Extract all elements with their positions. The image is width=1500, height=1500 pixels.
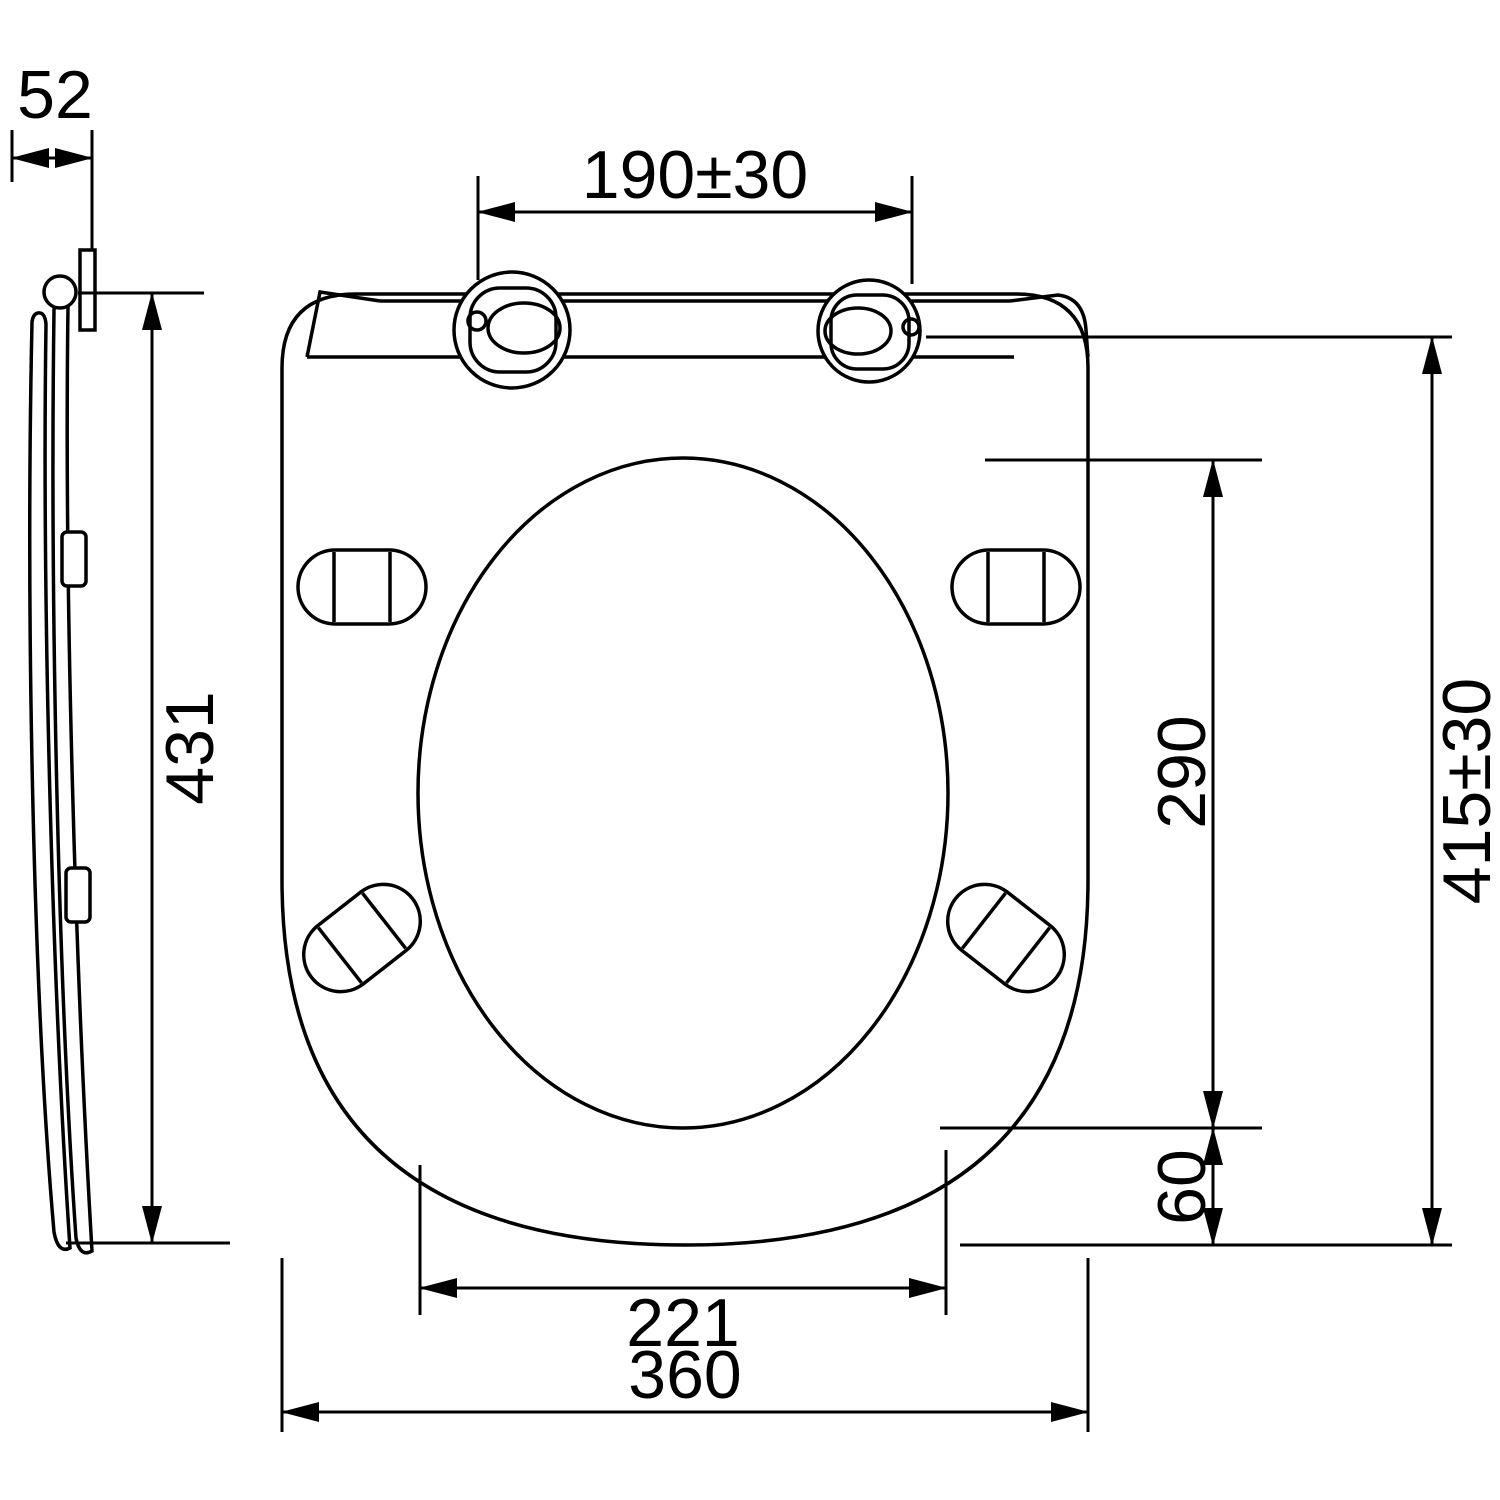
dim-inner-width-label: 221 [626, 1285, 739, 1361]
dim-hinge-spacing-label: 190±30 [582, 137, 808, 213]
right-hinge-outer [816, 278, 922, 384]
dim-hinge-spacing [476, 176, 914, 284]
bumper-body [945, 882, 1067, 994]
right-hinge-bolt-hole [901, 317, 921, 337]
left-hinge-cam [486, 301, 562, 355]
bumper-body [301, 882, 423, 994]
bumper-body [950, 548, 1082, 626]
dim-inner-length [985, 458, 1262, 1129]
seat-opening [416, 456, 950, 1130]
bumper-top-left [296, 548, 428, 626]
dim-side-length [66, 291, 230, 1245]
bumper-bottom-left [301, 882, 423, 994]
left-hinge-bolt-hole [466, 310, 488, 332]
left-hinge [452, 270, 572, 390]
dim-thickness [10, 130, 94, 250]
bumper-rib [361, 892, 407, 950]
side-bumper-bottom [64, 866, 92, 924]
left-hinge-outer [452, 270, 572, 390]
dim-inner-length-label: 290 [1144, 715, 1220, 828]
dim-overall-width-label: 360 [628, 1337, 741, 1413]
top-view [280, 270, 1090, 1247]
bumper-rib [961, 892, 1007, 950]
dim-front-gap-label: 60 [1144, 1149, 1220, 1225]
dim-thickness-label: 52 [17, 57, 93, 133]
right-hinge [816, 278, 922, 384]
bumper-rib [1005, 926, 1051, 984]
lid-profile [28, 311, 72, 1251]
dim-front-gap [940, 1126, 1262, 1246]
bumper-top-right [950, 548, 1082, 626]
bumper-body [296, 548, 428, 626]
hinge-pivot [42, 274, 78, 310]
dim-overall-length-label: 415±30 [1429, 678, 1500, 904]
right-hinge-plate [829, 293, 911, 371]
side-view [28, 248, 97, 1255]
right-hinge-cam [823, 306, 893, 356]
hinge-bar-left-cap [305, 290, 381, 358]
hinge-bar-right-cap [1009, 293, 1090, 358]
dim-overall-width [280, 1258, 1090, 1432]
side-bumper-top [60, 530, 88, 588]
bumper-rib [317, 926, 363, 984]
bumper-bottom-right [945, 882, 1067, 994]
dim-side-length-label: 431 [152, 691, 228, 804]
dim-inner-width [418, 1150, 948, 1315]
left-hinge-plate [468, 286, 558, 374]
seat-outline [280, 292, 1090, 1247]
hinge-bolt [78, 248, 97, 332]
